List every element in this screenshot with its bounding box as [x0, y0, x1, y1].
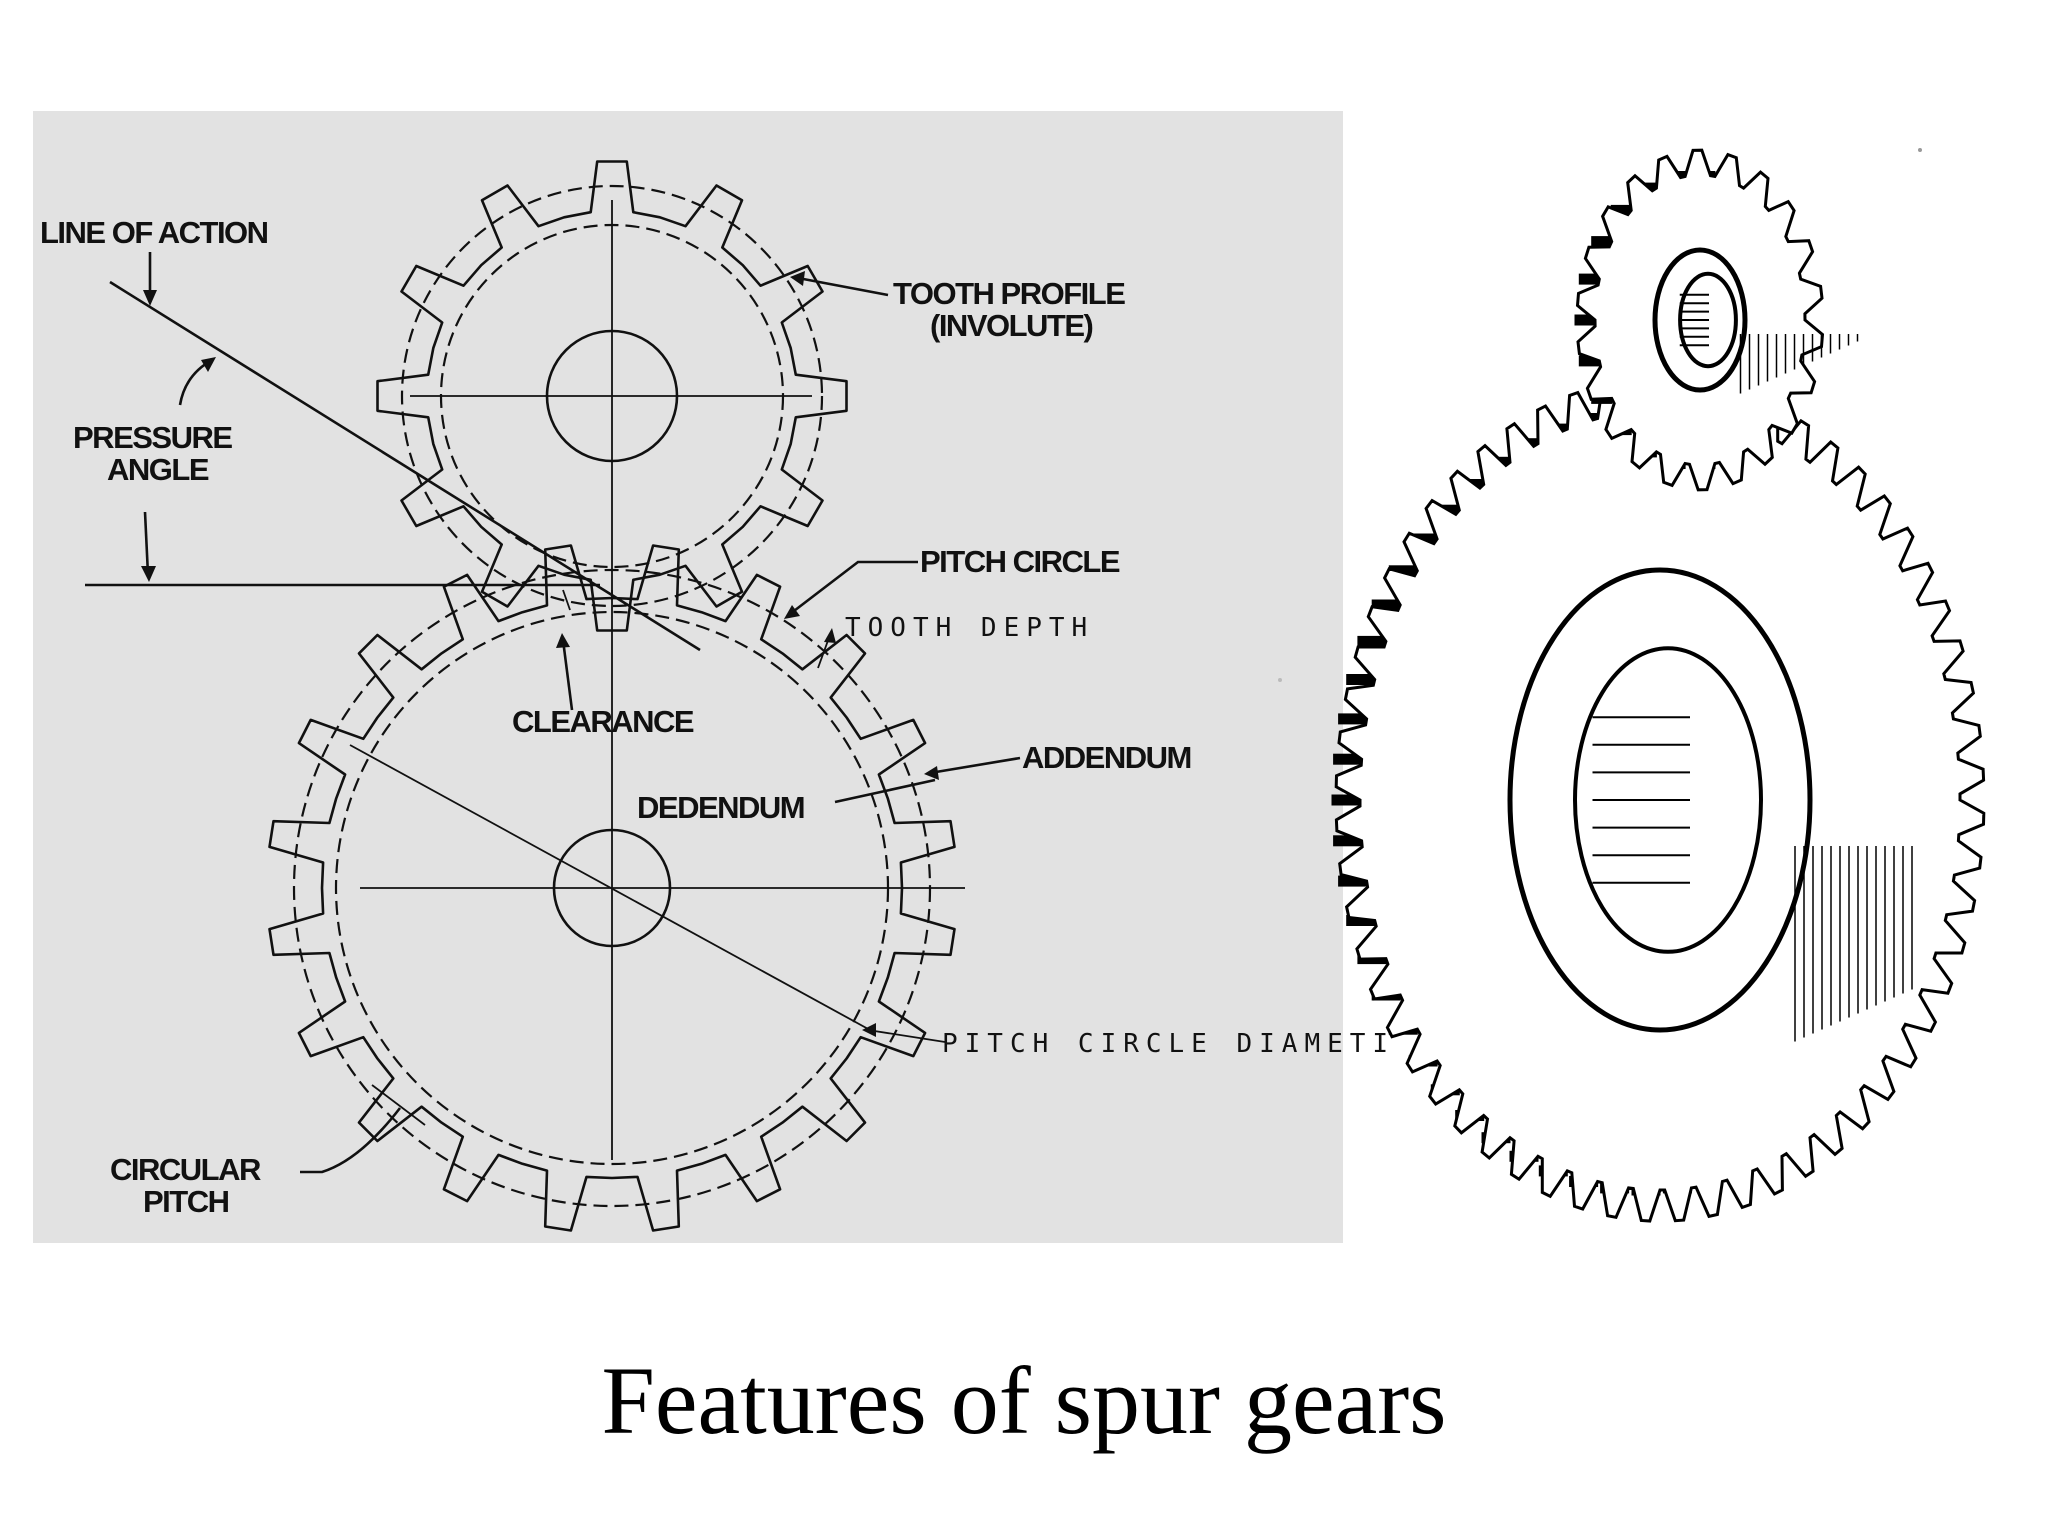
- tooth-depth-label: TOOTH DEPTH: [845, 613, 1094, 643]
- leader-lines: [141, 252, 1021, 1174]
- speck: [1918, 148, 1922, 152]
- pitch-circle-diameter-line: [349, 744, 871, 1031]
- dedendum-label: DEDENDUM: [637, 790, 804, 825]
- pressure-angle-label-line1: PRESSURE: [73, 420, 232, 455]
- gear-nomenclature-diagram: LINE OF ACTION PRESSURE ANGLE TOOTH PROF…: [33, 111, 1395, 1243]
- isometric-spur-gears-illustration: [1331, 148, 1986, 1223]
- diagram-background: [33, 111, 1343, 1243]
- tooth-profile-label-line1: TOOTH PROFILE: [893, 276, 1125, 311]
- addendum-label: ADDENDUM: [1022, 740, 1191, 775]
- line-of-action-label: LINE OF ACTION: [40, 215, 268, 250]
- line-of-action: [109, 280, 701, 652]
- pitch-circle: [400, 184, 824, 608]
- slide-title: Features of spur gears: [601, 1347, 1447, 1454]
- clearance-label: CLEARANCE: [512, 704, 694, 739]
- pitch-circle-label: PITCH CIRCLE: [920, 544, 1120, 579]
- pressure-angle-label-line2: ANGLE: [107, 452, 209, 487]
- tooth-profile-label-line2: (INVOLUTE): [930, 308, 1093, 343]
- circular-pitch-label-line1: CIRCULAR: [110, 1152, 261, 1187]
- circular-pitch-label-line2: PITCH: [143, 1184, 229, 1219]
- pitch-circle-diameter-label: PITCH CIRCLE DIAMETI: [942, 1029, 1395, 1059]
- gear-tooth-outline: [268, 544, 956, 1232]
- speck: [1278, 678, 1282, 682]
- small-spur-gear-picture: [1574, 148, 1859, 492]
- large-spur-gear-picture: [1331, 377, 1986, 1223]
